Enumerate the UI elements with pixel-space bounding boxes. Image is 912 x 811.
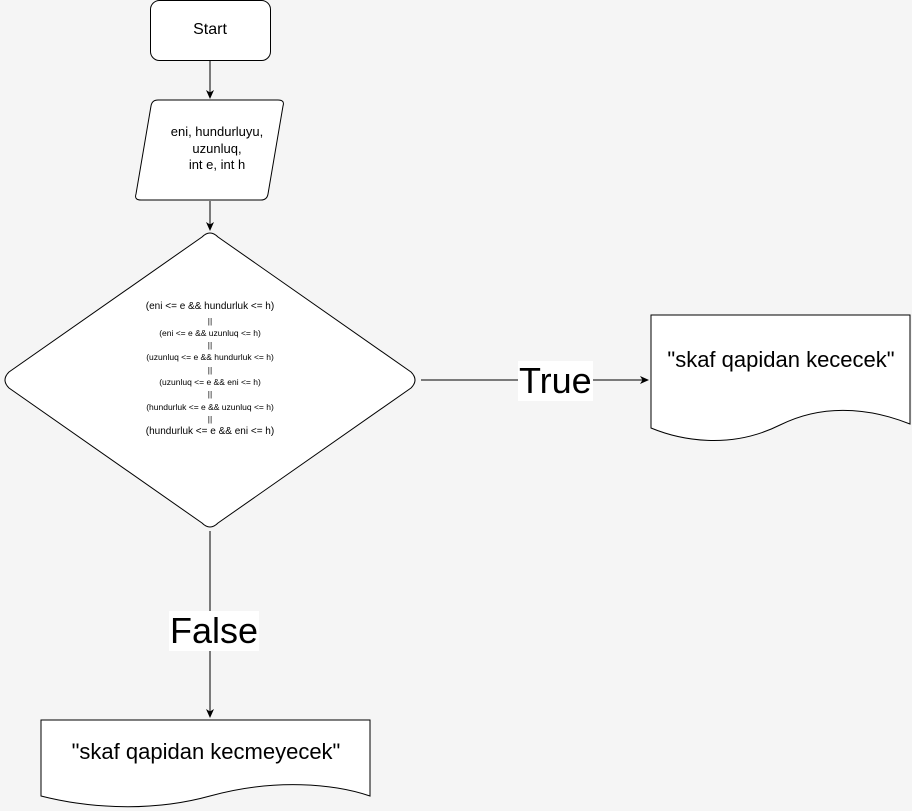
decision-condition: (eni <= e && hundurluk <= h) || (eni <= … [60,300,360,440]
output-true-text: "skaf qapidan kececek" [667,347,895,372]
condition-or-3: || [207,364,213,375]
decision-node [4,232,416,528]
condition-line-5: (hundurluk <= e && uzunluq <= h) [146,401,274,412]
input-node [135,99,284,201]
output-false-text: "skaf qapidan kecmeyecek" [71,739,341,764]
condition-or-1: || [207,315,213,326]
condition-line-1: (eni <= e && hundurluk <= h) [145,301,275,312]
condition-line-4: (uzunluq <= e && eni <= h) [159,377,261,388]
true-edge-label: True [518,360,593,401]
start-label: Start [193,21,227,38]
condition-line-6: (hundurluk <= e && eni <= h) [145,426,275,438]
condition-line-3: (uzunluq <= e && hundurluk <= h) [146,352,274,363]
condition-line-2: (eni <= e && uzunluq <= h) [159,327,261,338]
condition-or-2: || [207,340,213,351]
input-text: eni, hundurluyu, uzunluq, int e, int h [150,124,284,174]
input-line-3: int e, int h [188,157,246,173]
output-true-node [650,314,911,441]
start-node [150,0,271,61]
input-line-1: eni, hundurluyu, [170,124,264,139]
input-line-2: uzunluq, [192,140,242,156]
condition-or-4: || [207,389,213,400]
false-edge-label: False [169,610,260,651]
condition-or-5: || [207,414,213,424]
output-false-node [40,719,371,808]
